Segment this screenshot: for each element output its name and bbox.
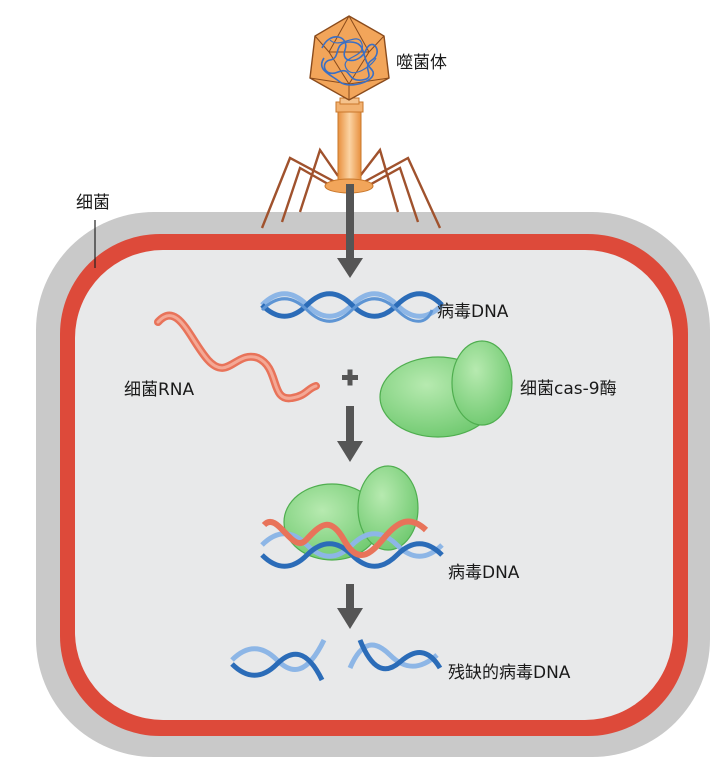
label-viral-dna-top: 病毒DNA [437,302,509,322]
label-cas9: 细菌cas-9酶 [520,379,617,399]
viral-dna-top [260,291,444,323]
label-phage: 噬菌体 [396,53,447,73]
phage [260,15,442,229]
defective-dna-left [230,638,327,682]
label-viral-dna-bound: 病毒DNA [448,563,520,583]
phage-legs [260,147,442,229]
plus-sign [342,369,358,386]
label-bacterial-rna: 细菌RNA [124,380,195,400]
label-bacterium: 细菌 [76,193,110,213]
injection-arrow [337,184,363,278]
phage-dna-coil [320,36,378,86]
label-defective-dna: 残缺的病毒DNA [448,663,571,683]
arrow-step-2 [337,406,363,462]
defective-dna-right [347,639,443,672]
cas9-enzyme [379,340,513,438]
arrow-step-3 [337,584,363,629]
phage-head [309,15,390,101]
enzyme-dna-complex [260,465,444,569]
phage-tail [337,109,362,186]
